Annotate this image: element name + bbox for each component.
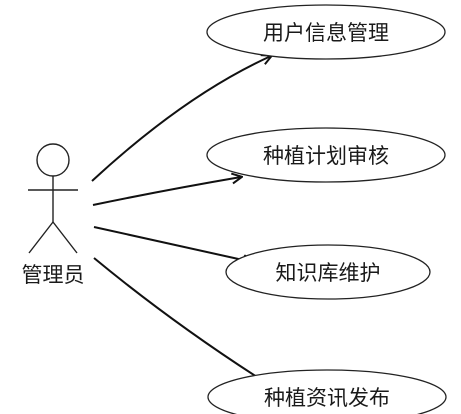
actor-left-leg <box>28 221 54 254</box>
association-arrow-2 <box>92 177 241 206</box>
association-arrow-1 <box>91 56 271 182</box>
association-arrow-4 <box>93 257 271 386</box>
association-arrow-3 <box>93 226 252 262</box>
use-case-label: 种植计划审核 <box>263 144 389 168</box>
actor-head <box>36 143 70 177</box>
use-case-2: 种植计划审核 <box>206 127 446 183</box>
use-case-label: 知识库维护 <box>276 261 381 285</box>
use-case-label: 种植资讯发布 <box>264 386 390 410</box>
use-case-label: 用户信息管理 <box>263 21 389 45</box>
use-case-1: 用户信息管理 <box>206 4 446 60</box>
actor-label: 管理员 <box>22 263 85 287</box>
use-case-ellipse <box>207 369 447 414</box>
use-case-ellipse <box>225 244 431 300</box>
use-case-3: 知识库维护 <box>225 244 431 300</box>
actor-figure <box>28 143 78 254</box>
actor-right-leg <box>52 221 78 254</box>
use-case-ellipse <box>206 4 446 60</box>
use-case-4: 种植资讯发布 <box>207 369 447 414</box>
use-case-ellipse <box>206 127 446 183</box>
